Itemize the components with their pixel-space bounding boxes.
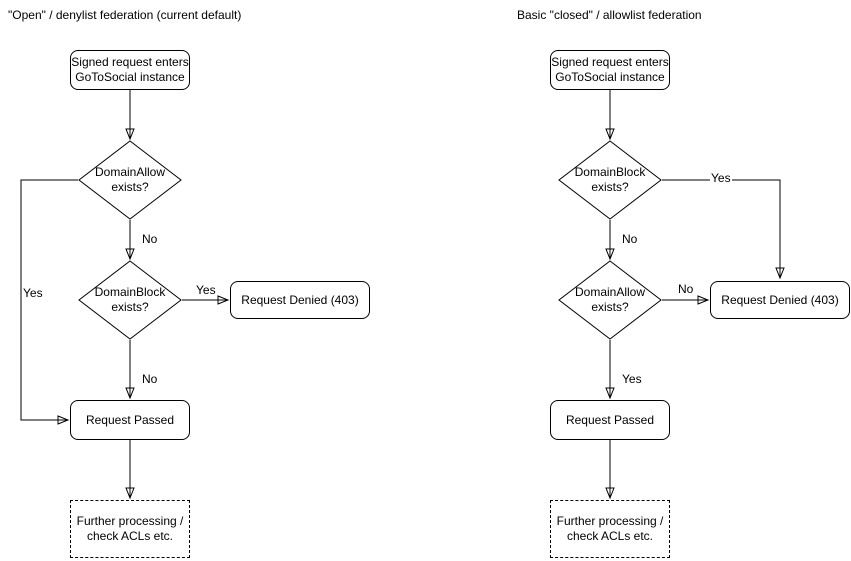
left-denied-node: Request Denied (403) (230, 281, 370, 319)
right-passed-node: Request Passed (550, 400, 670, 440)
right-domainblock-yes-label: Yes (710, 171, 732, 185)
right-further-processing-node: Further processing / check ACLs etc. (550, 500, 670, 558)
diamond-shape (558, 140, 662, 220)
diamond-shape (78, 260, 182, 340)
decision-label: DomainBlock exists? (574, 165, 646, 194)
right-domainallow-no-label: No (677, 282, 695, 296)
left-further-processing-node: Further processing / check ACLs etc. (70, 500, 190, 558)
left-domainblock-yes-label: Yes (195, 283, 217, 297)
right-chart-title: Basic "closed" / allowlist federation (517, 8, 702, 22)
right-domainblock-no-label: No (621, 232, 639, 246)
left-decision-domainblock: DomainBlock exists? (78, 260, 182, 340)
left-chart-title: "Open" / denylist federation (current de… (8, 8, 242, 22)
left-domainallow-no-label: No (141, 232, 159, 246)
left-domainblock-no-label: No (141, 372, 159, 386)
edge-left-domainallow-yes-to-passed (20, 179, 78, 425)
left-start-node: Signed request enters GoToSocial instanc… (70, 50, 190, 90)
left-decision-domainallow: DomainAllow exists? (78, 140, 182, 220)
right-start-node: Signed request enters GoToSocial instanc… (550, 50, 670, 90)
left-domainallow-yes-label: Yes (22, 286, 44, 300)
right-decision-domainblock: DomainBlock exists? (558, 140, 662, 220)
diamond-shape (78, 140, 182, 220)
decision-label: DomainAllow exists? (574, 285, 646, 314)
decision-label: DomainBlock exists? (94, 285, 166, 314)
right-decision-domainallow: DomainAllow exists? (558, 260, 662, 340)
decision-label: DomainAllow exists? (94, 165, 166, 194)
right-domainallow-yes-label: Yes (621, 372, 643, 386)
diamond-shape (558, 260, 662, 340)
right-denied-node: Request Denied (403) (710, 281, 850, 319)
edge-right-domainblock-yes-to-denied (662, 179, 785, 280)
left-passed-node: Request Passed (70, 400, 190, 440)
